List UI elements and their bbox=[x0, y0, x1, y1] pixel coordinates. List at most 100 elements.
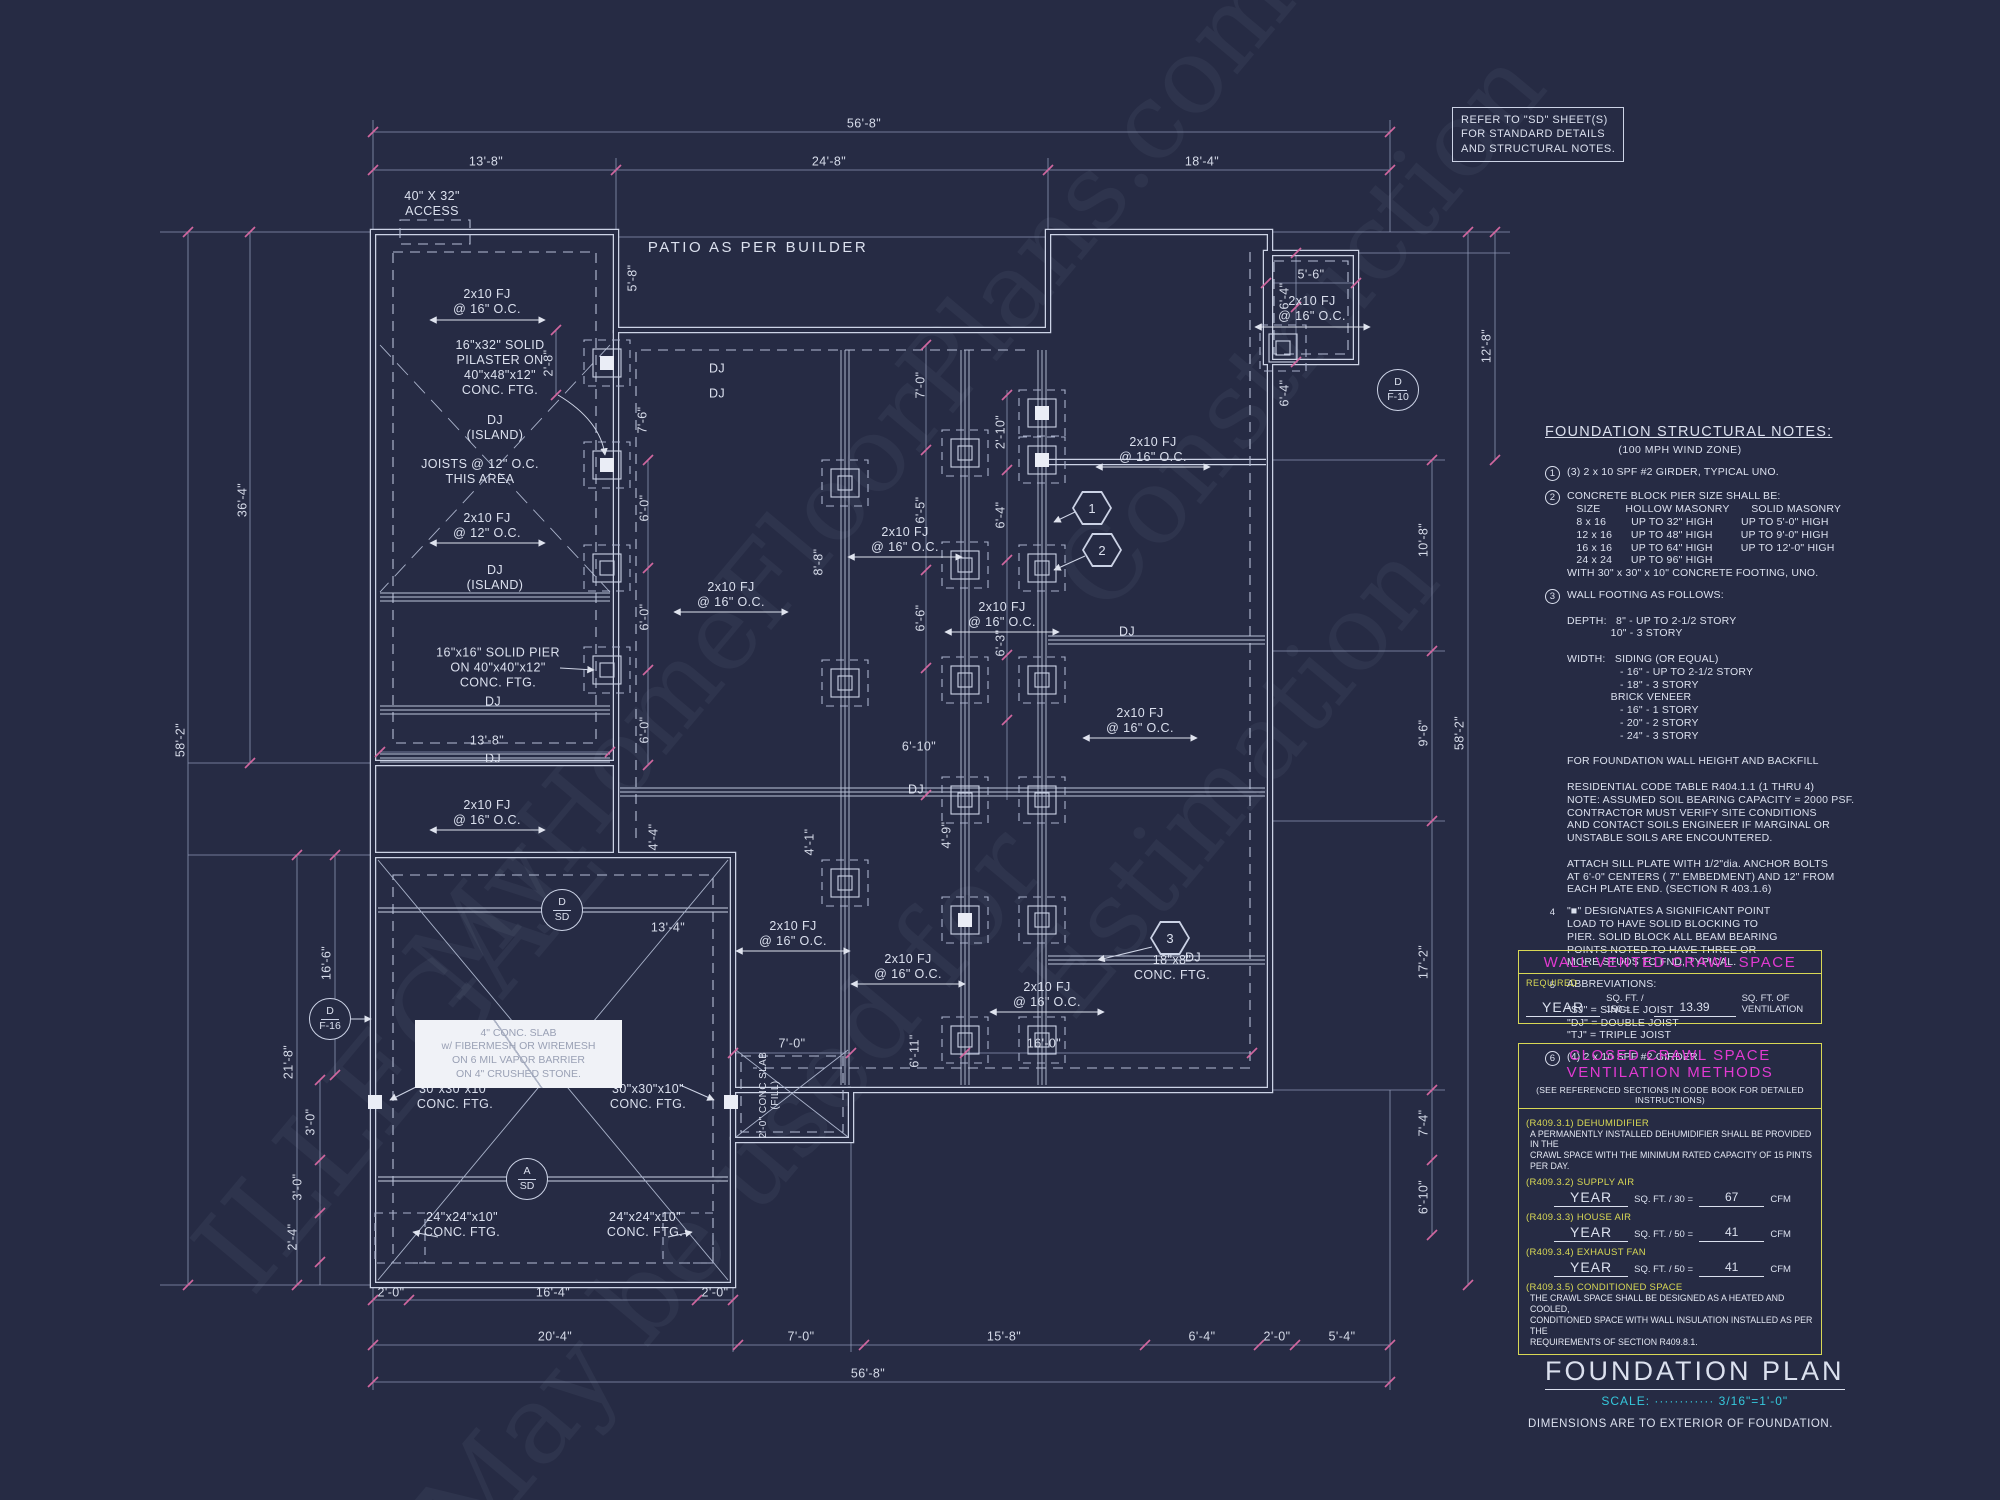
formula: SQ. FT. / 50 = bbox=[1634, 1229, 1693, 1241]
note-text: (4) 2 x 10 SPF #2 GIRDER. bbox=[1567, 1051, 1701, 1064]
dimension-label: 7'-4" bbox=[1416, 1109, 1431, 1137]
joist-span-arrows bbox=[429, 316, 1371, 1016]
dimension-label: 6'-0" bbox=[637, 716, 652, 744]
dimension-label: 7'-6" bbox=[635, 406, 650, 434]
plan-label: 24"x24"x10" CONC. FTG. bbox=[423, 1210, 501, 1239]
leader-arrows bbox=[348, 394, 1153, 1238]
plan-label: 2x10 FJ @ 16" O.C. bbox=[453, 798, 521, 827]
scale-label: SCALE: ············ 3/16"=1'-0" bbox=[1601, 1394, 1789, 1408]
dimension-label: 20'-4" bbox=[537, 1329, 573, 1344]
plan-label: 2x10 FJ @ 16" O.C. bbox=[968, 600, 1036, 629]
dimension-label: 2'-0" bbox=[701, 1285, 729, 1300]
plan-label: DJ bbox=[708, 386, 726, 401]
plan-label: 2x10 FJ @ 16" O.C. bbox=[759, 919, 827, 948]
area-value: YEAR bbox=[1554, 1224, 1629, 1243]
plan-label: DJ bbox=[484, 694, 502, 709]
plan-label: PATIO AS PER BUILDER bbox=[647, 239, 869, 256]
note-number: 2 bbox=[1545, 490, 1560, 506]
wall-vented-crawl-space-table: WALL VENTED CRAWL SPACE REQUIRED YEAR SQ… bbox=[1518, 950, 1822, 1024]
structural-note-item: 5 ABBREVIATIONS: "SJ" = SINGLE JOIST "DJ"… bbox=[1545, 978, 1867, 1042]
foundation-walls bbox=[369, 228, 1360, 1289]
formula: SQ. FT. / 50 = bbox=[1634, 1264, 1693, 1276]
dimension-label: 18'-4" bbox=[1184, 154, 1220, 169]
dimension-label: 4'-9" bbox=[939, 821, 954, 849]
dimension-label: 6'-3" bbox=[993, 629, 1008, 657]
sheet-title: FOUNDATION PLAN bbox=[1545, 1356, 1845, 1390]
note-number: 3 bbox=[1545, 589, 1560, 605]
result: 67 bbox=[1699, 1190, 1765, 1208]
note-text: ABBREVIATIONS: "SJ" = SINGLE JOIST "DJ" … bbox=[1567, 978, 1679, 1042]
dimension-label: 2'-0" bbox=[1263, 1329, 1291, 1344]
plan-label: 2'-0" CONC SLAB (FILL) bbox=[758, 1051, 781, 1139]
area-value: YEAR bbox=[1554, 1259, 1629, 1278]
unit: CFM bbox=[1770, 1229, 1791, 1241]
note-number: 5 bbox=[1549, 979, 1556, 991]
plan-label: 2x10 FJ @ 16" O.C. bbox=[874, 952, 942, 981]
dimension-label: 58'-2" bbox=[1452, 715, 1467, 751]
sd-reference-note: REFER TO "SD" SHEET(S) FOR STANDARD DETA… bbox=[1452, 107, 1625, 162]
plan-label: 2x10 FJ @ 16" O.C. bbox=[453, 287, 521, 316]
dimension-label: 6'-0" bbox=[637, 494, 652, 522]
hex-callout-1: 1 bbox=[1072, 491, 1112, 525]
note-text: WALL FOOTING AS FOLLOWS: DEPTH: 8" - UP … bbox=[1567, 589, 1855, 896]
dimension-label: 36'-4" bbox=[235, 482, 250, 518]
note-text: (3) 2 x 10 SPF #2 GIRDER, TYPICAL UNO. bbox=[1567, 466, 1779, 479]
plan-label: DJ (ISLAND) bbox=[466, 563, 524, 592]
plan-label: DJ bbox=[907, 782, 925, 797]
dimension-label: 9'-6" bbox=[1416, 719, 1431, 747]
wind-zone-subtitle: (100 MPH WIND ZONE) bbox=[1618, 443, 1742, 456]
dimension-label: 2'-4" bbox=[285, 1223, 300, 1251]
closed-crawl-space-table: CLOSED CRAWL SPACE VENTILATION METHODS (… bbox=[1518, 1043, 1822, 1356]
structural-note-item: 3 WALL FOOTING AS FOLLOWS: DEPTH: 8" - UP… bbox=[1545, 589, 1867, 896]
dimension-label: 58'-2" bbox=[173, 722, 188, 758]
dimension-label: 5'-6" bbox=[1297, 267, 1325, 282]
dimension-label: 3'-0" bbox=[303, 1108, 318, 1136]
foundation-structural-notes: FOUNDATION STRUCTURAL NOTES: (100 MPH WI… bbox=[1545, 424, 1867, 1075]
girder-beam-lines bbox=[380, 350, 1265, 1085]
dimension-label: 6'-10" bbox=[1416, 1179, 1431, 1215]
crawl-section-code: (R409.3.5) CONDITIONED SPACE bbox=[1526, 1282, 1683, 1294]
area-value: YEAR bbox=[1526, 999, 1601, 1017]
structural-notes-title: FOUNDATION STRUCTURAL NOTES: bbox=[1545, 424, 1833, 440]
note-number: 6 bbox=[1545, 1051, 1560, 1067]
dimension-label: 4'-1" bbox=[802, 828, 817, 856]
structural-note-item: 1 (3) 2 x 10 SPF #2 GIRDER, TYPICAL UNO. bbox=[1545, 466, 1867, 482]
dimension-label: 7'-0" bbox=[913, 371, 928, 399]
plan-label: 16"x32" SOLID PILASTER ON 40"x48"x12" CO… bbox=[455, 338, 545, 397]
dimension-label: 12'-8" bbox=[1479, 328, 1494, 364]
dimensions-note: DIMENSIONS ARE TO EXTERIOR OF FOUNDATION… bbox=[1528, 1418, 1834, 1430]
required-label: REQUIRED bbox=[1526, 978, 1578, 988]
note-number: 4 bbox=[1549, 906, 1556, 918]
plan-label: JOISTS @ 12" O.C. THIS AREA bbox=[421, 457, 539, 486]
plan-label: 40" X 32" ACCESS bbox=[404, 189, 460, 218]
plan-label: 2x10 FJ @ 16" O.C. bbox=[1119, 435, 1187, 464]
plan-label: DJ bbox=[708, 361, 726, 376]
crawl-section-code: (R409.3.3) HOUSE AIR bbox=[1526, 1212, 1632, 1224]
dimension-label: 6'-5" bbox=[913, 496, 928, 524]
plan-label: 2x10 FJ @ 12" O.C. bbox=[453, 511, 521, 540]
dimension-lines bbox=[160, 120, 1510, 1390]
dimension-label: 6'-4" bbox=[993, 501, 1008, 529]
plan-label: DJ bbox=[1118, 624, 1136, 639]
crawl-section-body: THE CRAWL SPACE SHALL BE DESIGNED AS A H… bbox=[1530, 1293, 1813, 1348]
plan-label: DJ bbox=[1184, 950, 1202, 965]
crawl-section-code: (R409.3.4) EXHAUST FAN bbox=[1526, 1247, 1646, 1259]
dimension-label: 16'-0" bbox=[1026, 1036, 1062, 1051]
footing-dashed-lines bbox=[392, 219, 1349, 1264]
dimension-label: 13'-8" bbox=[469, 733, 505, 748]
vent-unit: SQ. FT. OF VENTILATION bbox=[1741, 993, 1804, 1015]
dimension-label: 13'-8" bbox=[468, 154, 504, 169]
dimension-label: 7'-0" bbox=[787, 1329, 815, 1344]
closed-crawl-title: CLOSED CRAWL SPACE VENTILATION METHODS bbox=[1519, 1044, 1821, 1083]
note-text: "■" DESIGNATES A SIGNIFICANT POINT LOAD … bbox=[1567, 905, 1778, 969]
structural-notes-list: 1 (3) 2 x 10 SPF #2 GIRDER, TYPICAL UNO. 2… bbox=[1545, 466, 1867, 1067]
unit: CFM bbox=[1770, 1194, 1791, 1206]
note-number: 1 bbox=[1545, 466, 1560, 482]
hex-callout-2: 2 bbox=[1082, 533, 1122, 567]
